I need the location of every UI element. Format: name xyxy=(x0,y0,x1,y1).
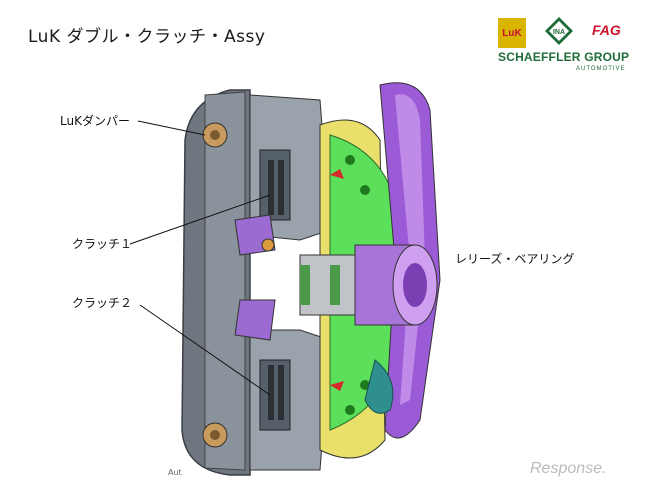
schaeffler-logo: SCHAEFFLER GROUP xyxy=(498,50,630,64)
fag-logo: FAG xyxy=(592,22,621,38)
ina-logo: INA xyxy=(545,17,573,45)
response-watermark: Response. xyxy=(530,460,607,477)
damper-label: LuKダンパー xyxy=(60,114,130,128)
clutch1-leader-line xyxy=(129,194,271,245)
damper-leader-line xyxy=(137,120,206,136)
clutch2-label: クラッチ２ xyxy=(72,296,133,310)
page-title: LuK ダブル・クラッチ・Assy xyxy=(28,27,266,47)
footer-small-text: Aut xyxy=(168,468,182,477)
clutch2-leader-line xyxy=(139,304,271,396)
automotive-text: AUTOMOTIVE xyxy=(576,66,626,72)
release-bearing-label: レリーズ・ベアリング xyxy=(455,252,575,266)
svg-text:INA: INA xyxy=(553,29,565,36)
clutch1-label: クラッチ１ xyxy=(72,237,133,251)
brand-logos: LuK INA FAG SCHAEFFLER GROUP AUTOMOTIVE xyxy=(490,14,640,74)
luk-logo: LuK xyxy=(498,18,526,48)
